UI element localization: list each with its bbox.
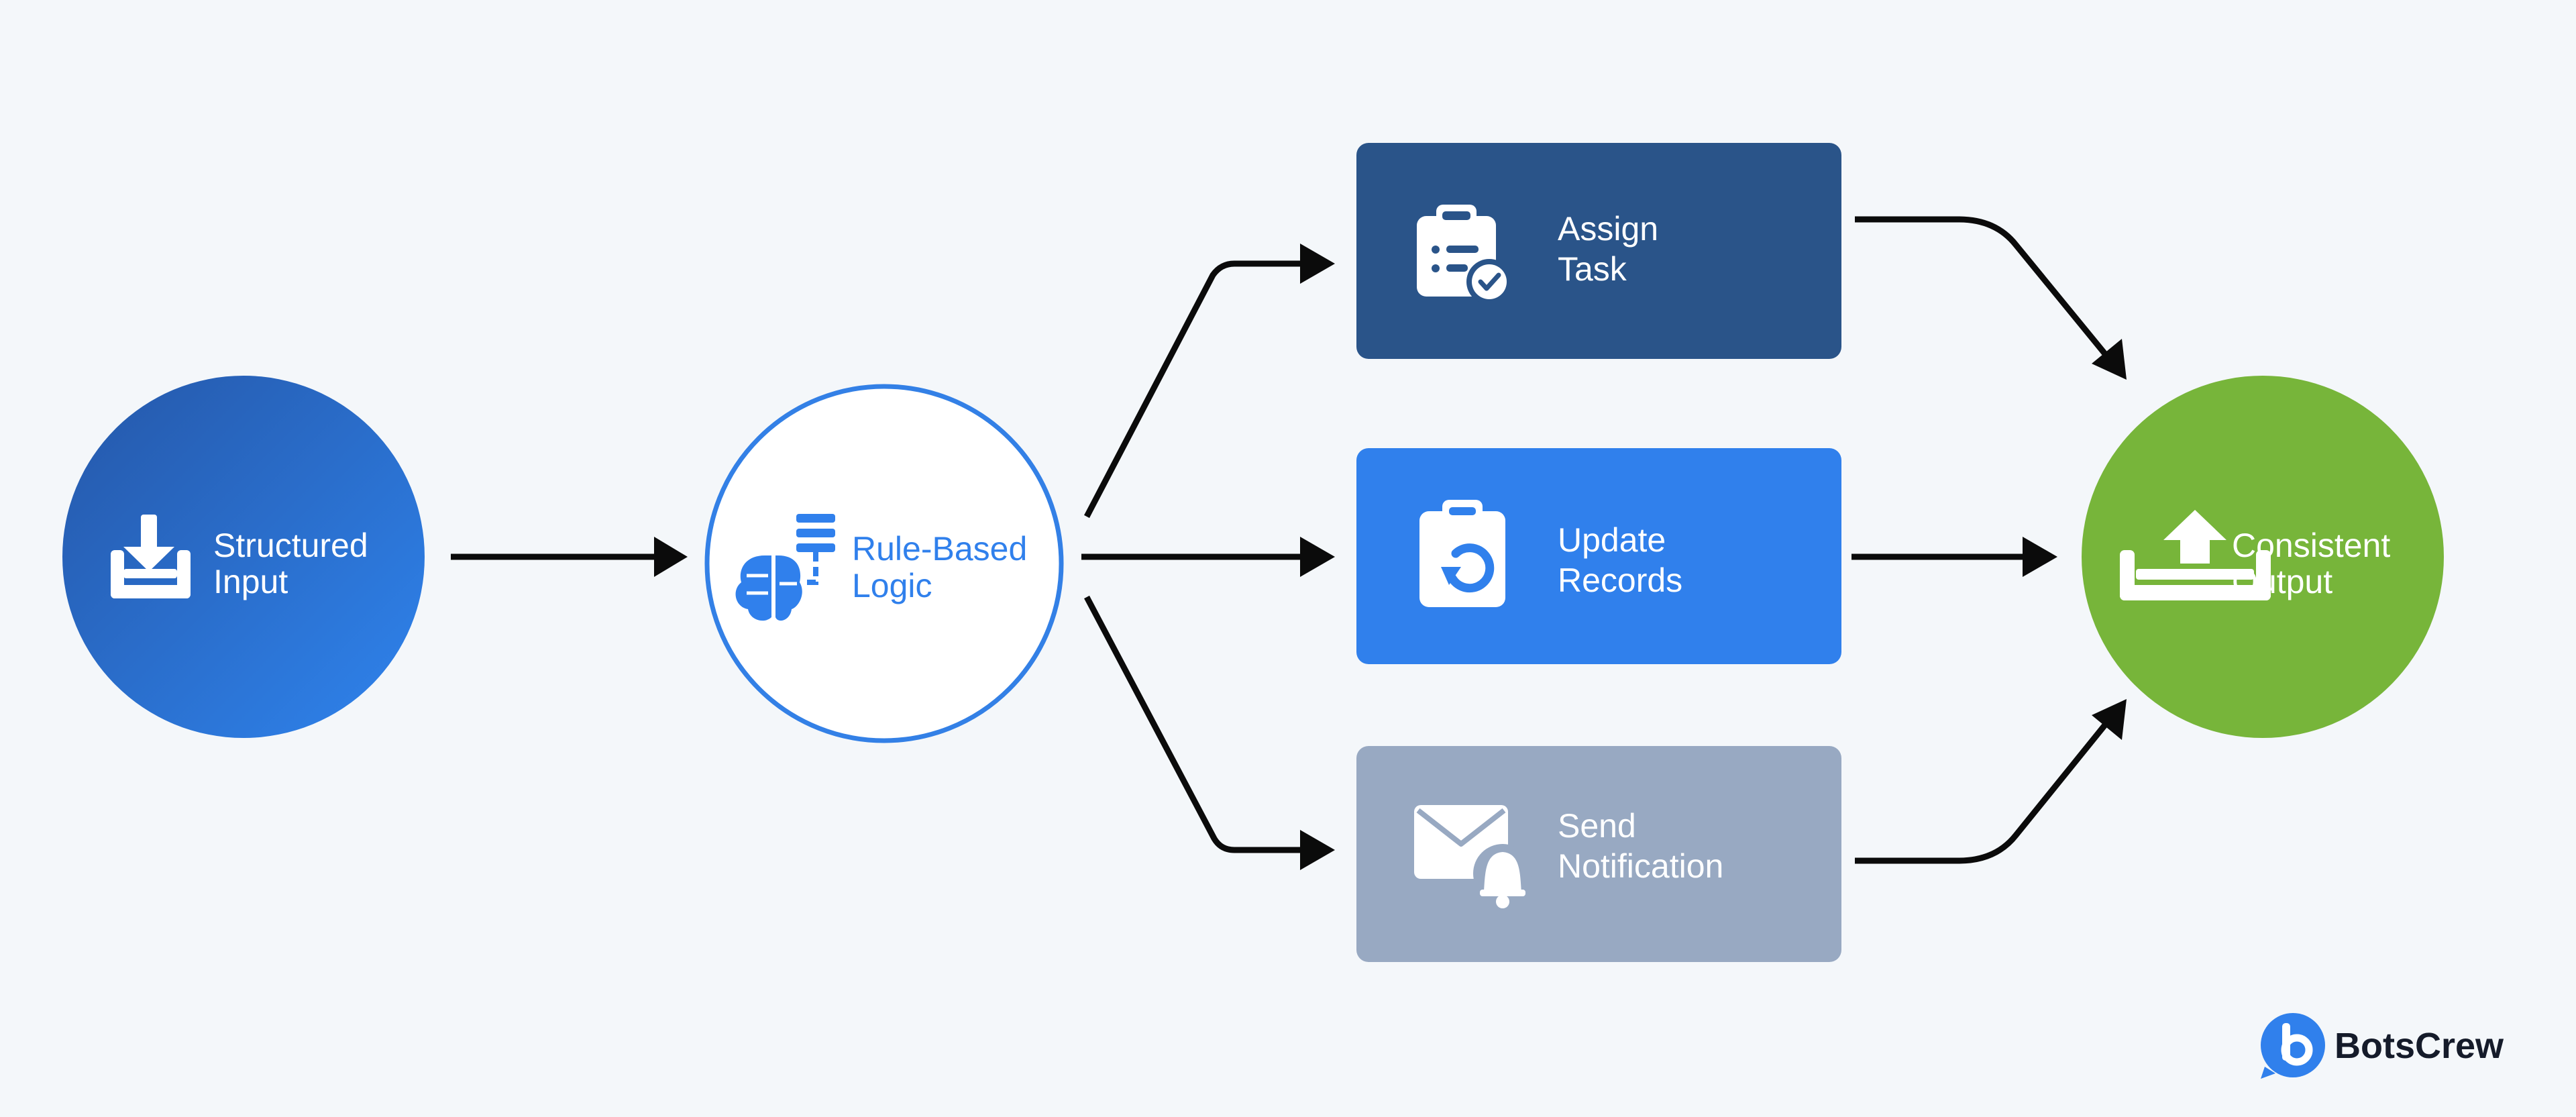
arrowhead-notify-to-output [2092,699,2127,740]
logic-label-line1: Rule-Based [852,530,1027,568]
arrowhead-update-to-output [2023,537,2057,577]
node-consistent-output: Consistent Output [2082,376,2444,738]
input-label-line1: Structured [213,527,368,564]
arrow-assign-to-output [1855,216,2109,358]
notify-label-line1: Send [1558,807,1636,845]
arrow-notify-to-output [1855,721,2109,864]
input-label-line2: Input [213,563,288,600]
arrowhead-assign-to-output [2092,339,2127,380]
assign-label-line1: Assign [1558,210,1658,248]
logic-label-line2: Logic [852,567,932,604]
arrow-logic-to-notify [1084,595,1311,853]
notify-label-line2: Notification [1558,847,1723,885]
arrowhead-logic-to-update [1300,537,1335,577]
arrowhead-logic-to-notify [1300,830,1335,870]
node-send-notification: Send Notification [1356,746,1841,962]
botscrew-logo-icon [2261,1013,2325,1079]
brain-flow-icon [735,514,835,621]
clipboard-check-icon [1417,205,1512,305]
output-label-line2: Output [2232,563,2332,600]
update-label-line2: Records [1558,562,1682,599]
arrow-logic-to-assign [1084,260,1311,519]
brand-name: BotsCrew [2334,1026,2504,1066]
mail-bell-icon [1414,805,1532,908]
assign-label-line2: Task [1558,250,1627,288]
brand: BotsCrew [2261,1013,2504,1079]
node-update-records: Update Records [1356,448,1841,664]
node-structured-input: Structured Input [62,376,425,738]
output-label-line1: Consistent [2232,527,2390,564]
update-label-line1: Update [1558,521,1666,559]
clipboard-refresh-icon [1419,500,1505,607]
download-tray-icon [111,515,191,598]
arrowhead-input-to-logic [654,537,688,577]
node-assign-task: Assign Task [1356,143,1841,359]
node-rule-based-logic: Rule-Based Logic [704,384,1064,743]
upload-tray-icon [2120,510,2271,600]
arrowhead-logic-to-assign [1300,244,1335,284]
